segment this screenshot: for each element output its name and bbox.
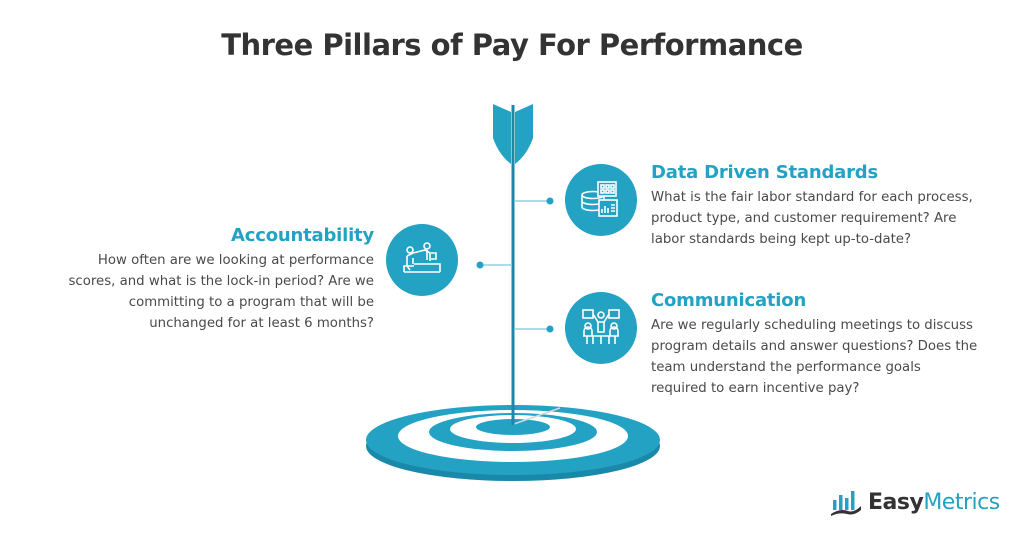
pillar-accountability: Accountability How often are we looking … [30, 225, 374, 334]
pillar-data-driven-standards: Data Driven Standards What is the fair l… [651, 162, 991, 250]
page-title: Three Pillars of Pay For Performance [221, 28, 803, 62]
pillar-description: What is the fair labor standard for each… [651, 187, 991, 250]
target-icon [366, 405, 660, 481]
pillar-heading: Communication [651, 290, 807, 311]
description-line: What is the fair labor standard for each… [651, 190, 973, 205]
logo-text-metrics: Metrics [923, 489, 1000, 515]
description-line: product type, and customer requirement? … [651, 211, 957, 226]
pillar-communication: Communication Are we regularly schedulin… [651, 290, 1001, 399]
helping-hand-climb-icon [403, 242, 441, 273]
logo-text-easy: Easy [868, 489, 924, 515]
pillar-heading: Accountability [231, 225, 374, 246]
communication-badge [565, 292, 637, 364]
description-line: team understand the performance goals [651, 360, 921, 375]
database-chart-icon [581, 181, 618, 217]
description-line: unchanged for at least 6 months? [149, 316, 374, 331]
description-line: committing to a program that will be [128, 295, 374, 310]
data-driven-standards-badge [565, 164, 637, 236]
accountability-badge [386, 224, 458, 296]
description-line: Are we regularly scheduling meetings to … [651, 318, 973, 333]
pillar-description: Are we regularly scheduling meetings to … [651, 315, 1001, 399]
bar-chart-hand-icon [831, 491, 861, 516]
description-line: scores, and what is the lock-in period? … [68, 274, 374, 289]
description-line: labor standards being kept up-to-date? [651, 232, 912, 247]
pillar-description: How often are we looking at performance … [30, 250, 374, 334]
description-line: program details and answer questions? Do… [651, 339, 978, 354]
team-meeting-icon [582, 309, 620, 344]
arrow-fletching-icon [493, 104, 533, 164]
pillar-heading: Data Driven Standards [651, 162, 878, 183]
description-line: required to earn incentive pay? [651, 381, 860, 396]
description-line: How often are we looking at performance [97, 253, 374, 268]
